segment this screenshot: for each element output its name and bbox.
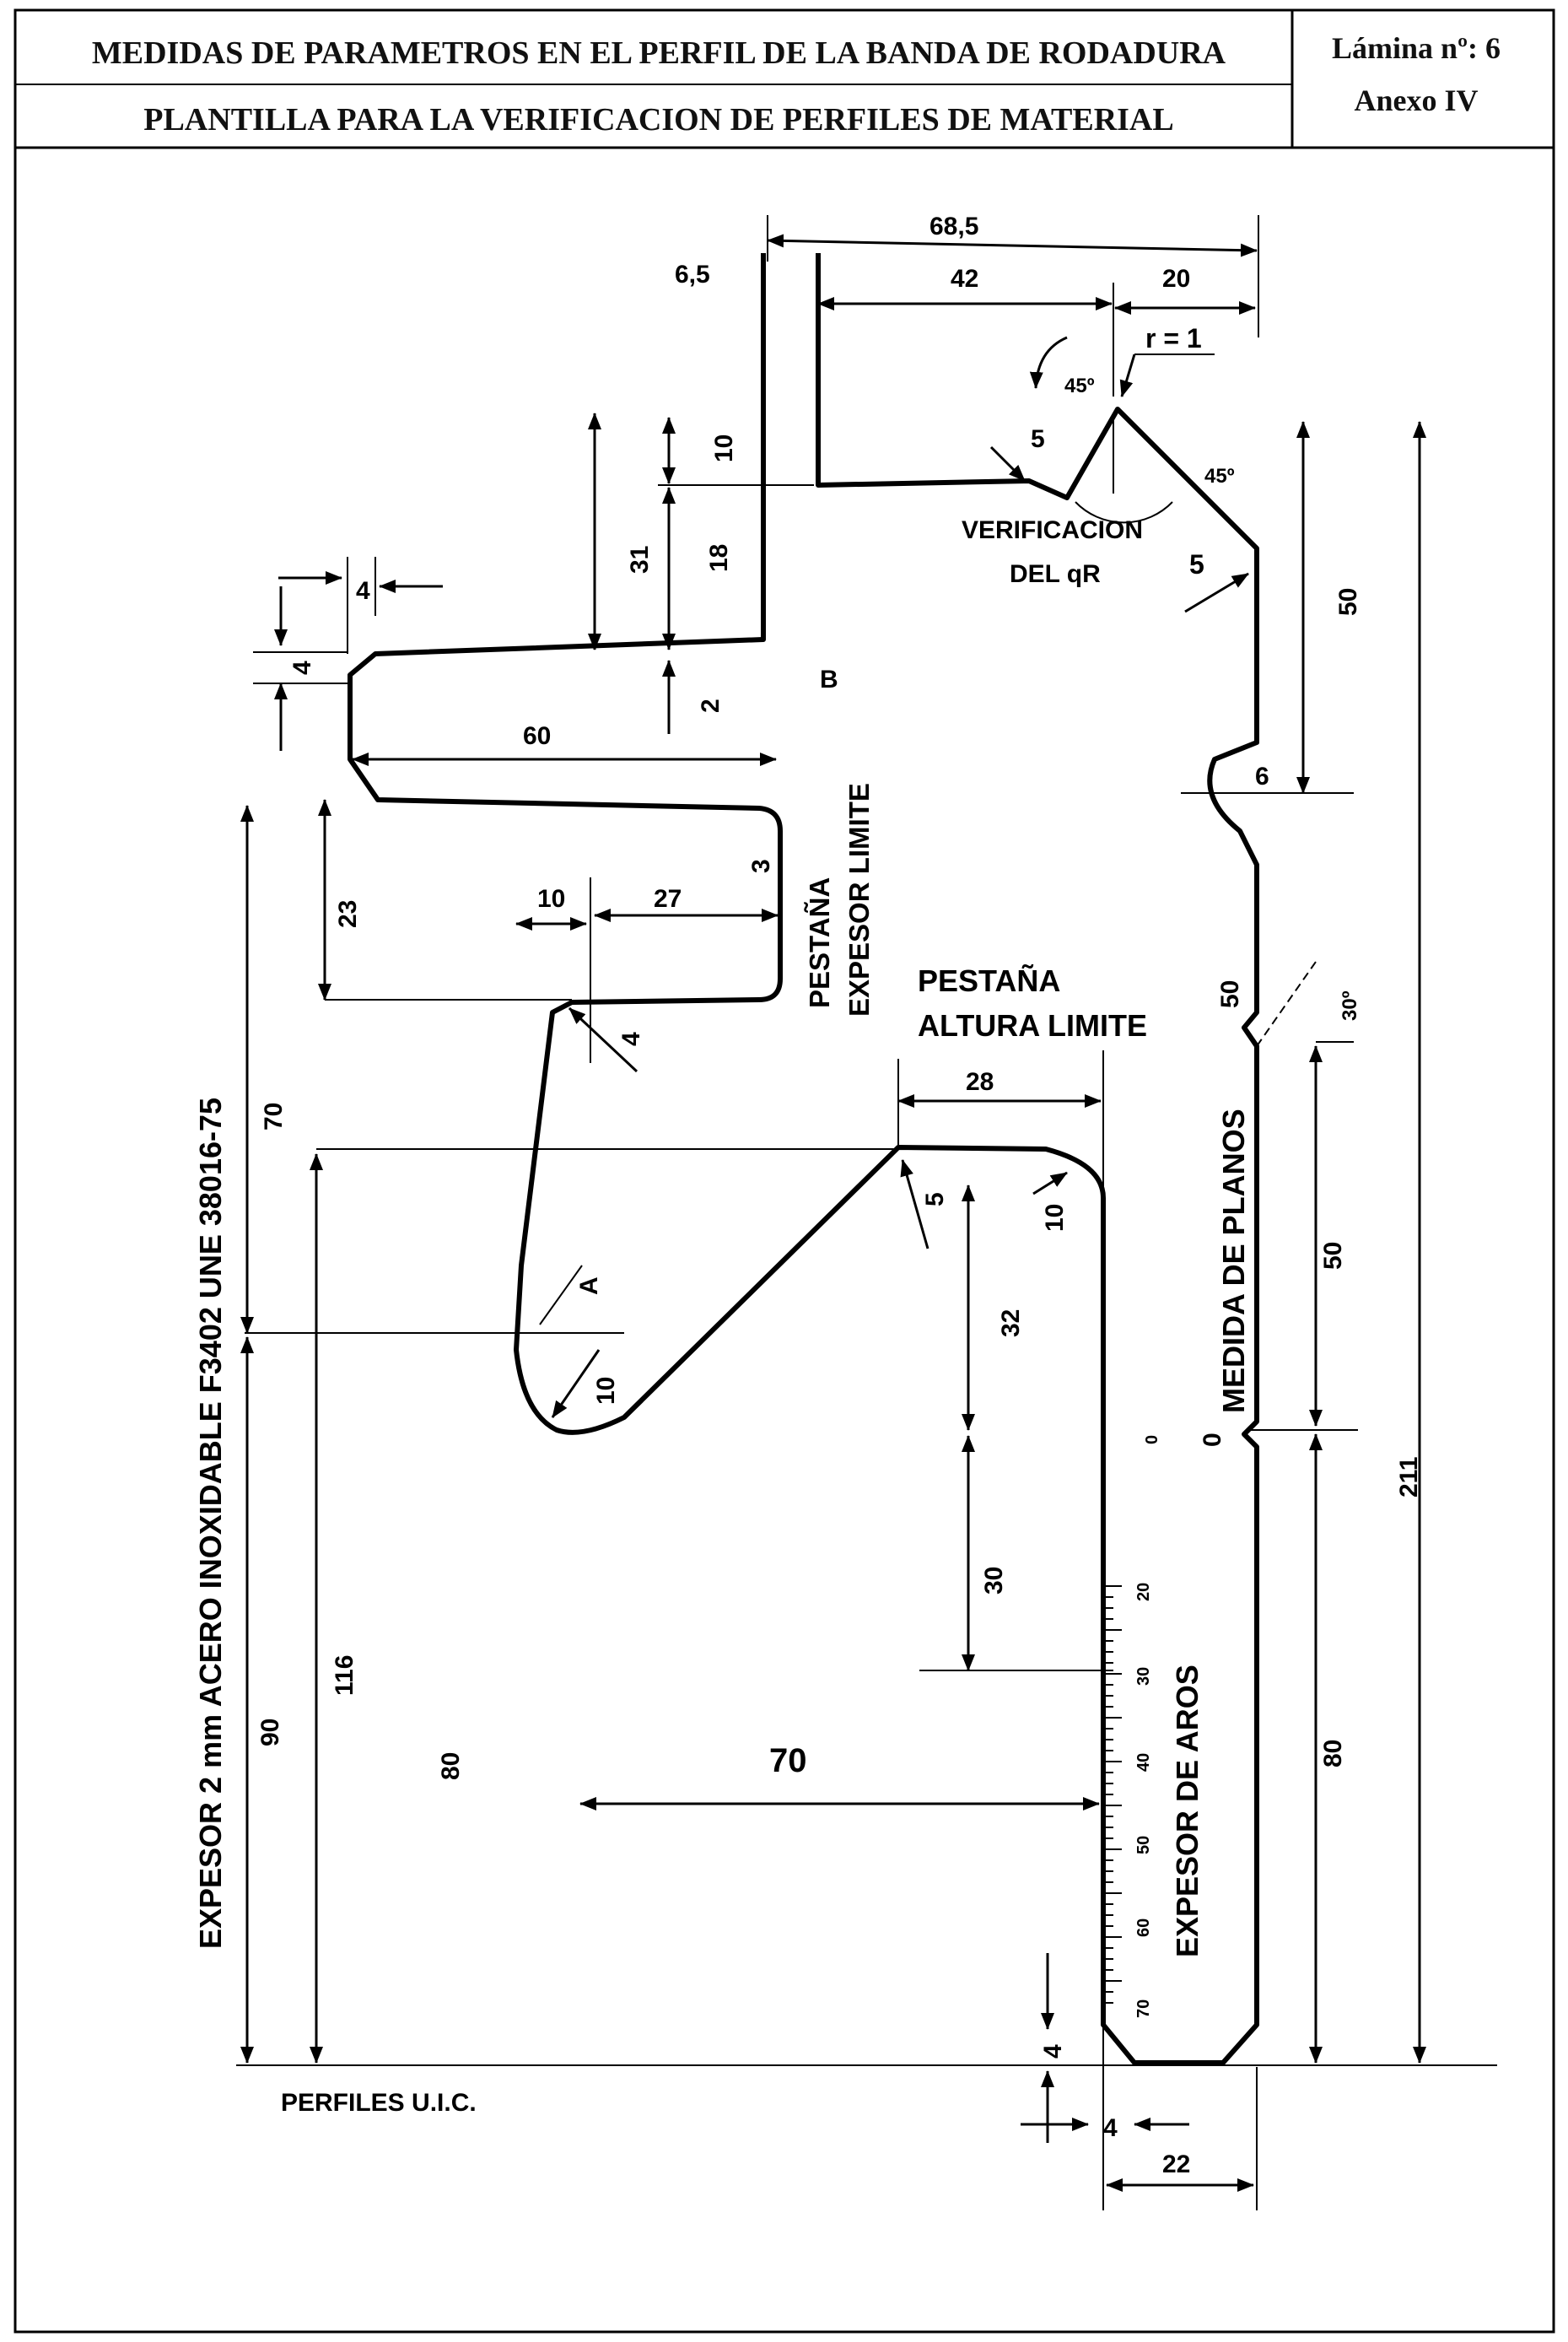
dim-20: 20 (1162, 265, 1190, 293)
scale-40: 40 (1134, 1753, 1153, 1772)
dim-6: 6 (1255, 763, 1269, 791)
scale-30: 30 (1134, 1667, 1153, 1686)
label-material: EXPESOR 2 mm ACERO INOXIDABLE F3402 UNE … (193, 1098, 228, 1949)
label-a: A (575, 1276, 603, 1295)
scale-ticks (1103, 1585, 1122, 2004)
dim-42: 42 (951, 265, 978, 293)
dim-50-mid: 50 (1319, 1242, 1347, 1270)
dim-6-5: 6,5 (675, 261, 710, 289)
dim-50-marker: 50 (1216, 980, 1244, 1008)
dim-5-top: 5 (1031, 425, 1045, 453)
dim-31: 31 (626, 546, 654, 574)
dim-68-5: 68,5 (929, 213, 978, 240)
sheet-number: Lámina nº: 6 (1332, 31, 1501, 65)
angle-arc (1075, 501, 1173, 524)
dim-22: 22 (1162, 2150, 1190, 2178)
scale-50: 50 (1134, 1836, 1153, 1854)
dim-10-mid: 10 (537, 885, 565, 913)
annex-label: Anexo IV (1354, 84, 1479, 117)
dim-90: 90 (256, 1719, 284, 1746)
angle-30-line (1256, 961, 1317, 1047)
dim-23: 23 (334, 900, 362, 928)
label-medida-planos: MEDIDA DE PLANOS (1216, 1109, 1251, 1413)
dim-70-center: 70 (769, 1742, 807, 1779)
dimension-values: 68,5 6,5 42 20 10 31 18 2 4 4 5 5 50 6 6… (256, 213, 1423, 2178)
dim-0: 0 (1199, 1433, 1226, 1447)
dim-3: 3 (747, 859, 775, 873)
labels: VERIFICACION DEL qR B A PESTAÑA EXPESOR … (193, 323, 1361, 2117)
dim-30: 30 (980, 1567, 1008, 1595)
dim-60: 60 (523, 722, 551, 750)
title-line-1: MEDIDAS DE PARAMETROS EN EL PERFIL DE LA… (91, 35, 1226, 71)
scale-70: 70 (1134, 1999, 1153, 2018)
dimension-lines (236, 215, 1497, 2210)
dim-28: 28 (966, 1068, 994, 1096)
label-pestana-altura-1: PESTAÑA (918, 963, 1060, 998)
scale-20: 20 (1134, 1583, 1153, 1601)
label-perfiles: PERFILES U.I.C. (281, 2089, 477, 2117)
label-angle-45a: 45º (1064, 375, 1095, 397)
frame (13, 8, 1555, 2334)
dim-4-bottom: 4 (1039, 2044, 1067, 2059)
dim-5-flange: 5 (921, 1192, 949, 1206)
dim-80-right: 80 (1319, 1740, 1347, 1767)
dim-5-right: 5 (1189, 549, 1204, 580)
dim-27: 27 (654, 885, 682, 913)
scale-0: 0 (1143, 1435, 1161, 1444)
dim-10-flange: 10 (1041, 1204, 1069, 1232)
dim-2: 2 (697, 699, 725, 713)
dim-50-upper: 50 (1334, 588, 1362, 616)
label-pestana-espesor-2: EXPESOR LIMITE (843, 783, 875, 1017)
label-verificacion-1: VERIFICACION (962, 516, 1143, 544)
dim-18: 18 (705, 544, 733, 572)
title-line-2: PLANTILLA PARA LA VERIFICACION DE PERFIL… (143, 102, 1174, 138)
label-angle-45b: 45º (1204, 465, 1235, 488)
scale-60: 60 (1134, 1918, 1153, 1937)
label-espesor-aros: EXPESOR DE AROS (1170, 1665, 1204, 1957)
dim-10-a: 10 (592, 1377, 620, 1405)
label-verificacion-2: DEL qR (1010, 560, 1101, 588)
dim-4-bottom-h: 4 (1103, 2114, 1118, 2142)
label-r1: r = 1 (1145, 323, 1202, 353)
template-outline (348, 253, 1259, 2065)
dim-4-left-v: 4 (288, 661, 316, 675)
label-pestana-espesor-1: PESTAÑA (804, 877, 835, 1008)
dim-70-left: 70 (260, 1103, 288, 1131)
dim-80-left: 80 (437, 1752, 465, 1780)
dim-32: 32 (997, 1309, 1025, 1337)
dim-4-mid: 4 (617, 1032, 645, 1046)
dim-4-left: 4 (356, 577, 370, 605)
dim-211: 211 (1395, 1457, 1423, 1497)
scale-values: 0 20 30 40 50 60 70 (1134, 1435, 1161, 2018)
label-pestana-altura-2: ALTURA LIMITE (918, 1008, 1147, 1043)
dim-116: 116 (331, 1655, 358, 1696)
dim-10-top: 10 (710, 434, 738, 462)
label-angle-30: 30º (1339, 990, 1361, 1021)
label-b: B (820, 666, 838, 693)
